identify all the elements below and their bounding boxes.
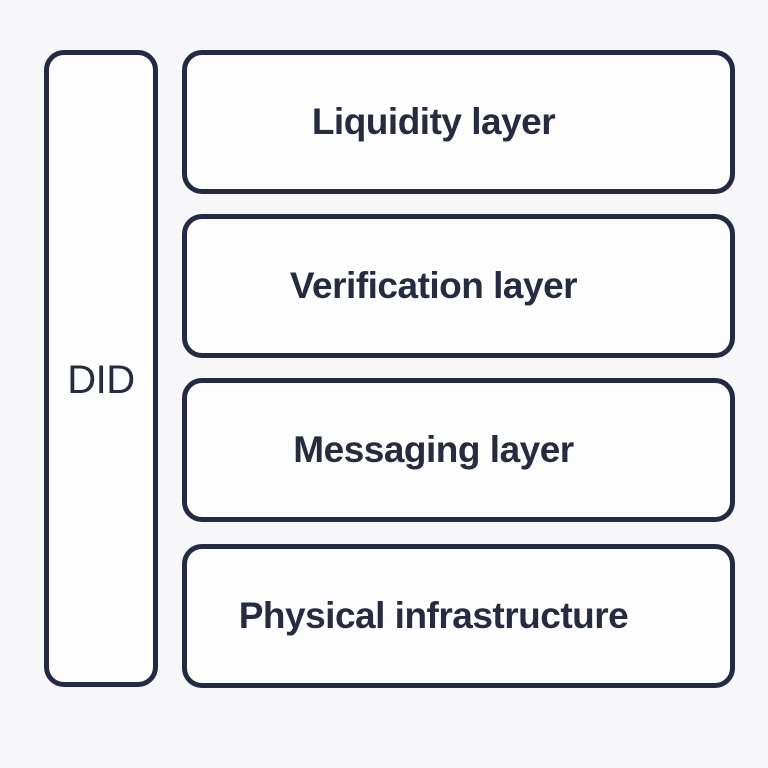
layer-box-liquidity-label: Liquidity layer: [311, 101, 556, 142]
layer-box-messaging-label: Messaging layer: [293, 429, 574, 470]
did-box-label: DID: [67, 358, 135, 402]
layer-box-verification: Verification layer: [182, 214, 735, 358]
layer-box-messaging: Messaging layer: [182, 378, 735, 522]
layer-box-liquidity: Liquidity layer: [182, 50, 735, 194]
layer-box-verification-label: Verification layer: [289, 265, 578, 306]
layer-box-physical-infrastructure: Physical infrastructure: [182, 544, 735, 688]
layer-box-physical-infrastructure-label: Physical infrastructure: [238, 595, 629, 636]
did-box: DID: [44, 50, 158, 687]
